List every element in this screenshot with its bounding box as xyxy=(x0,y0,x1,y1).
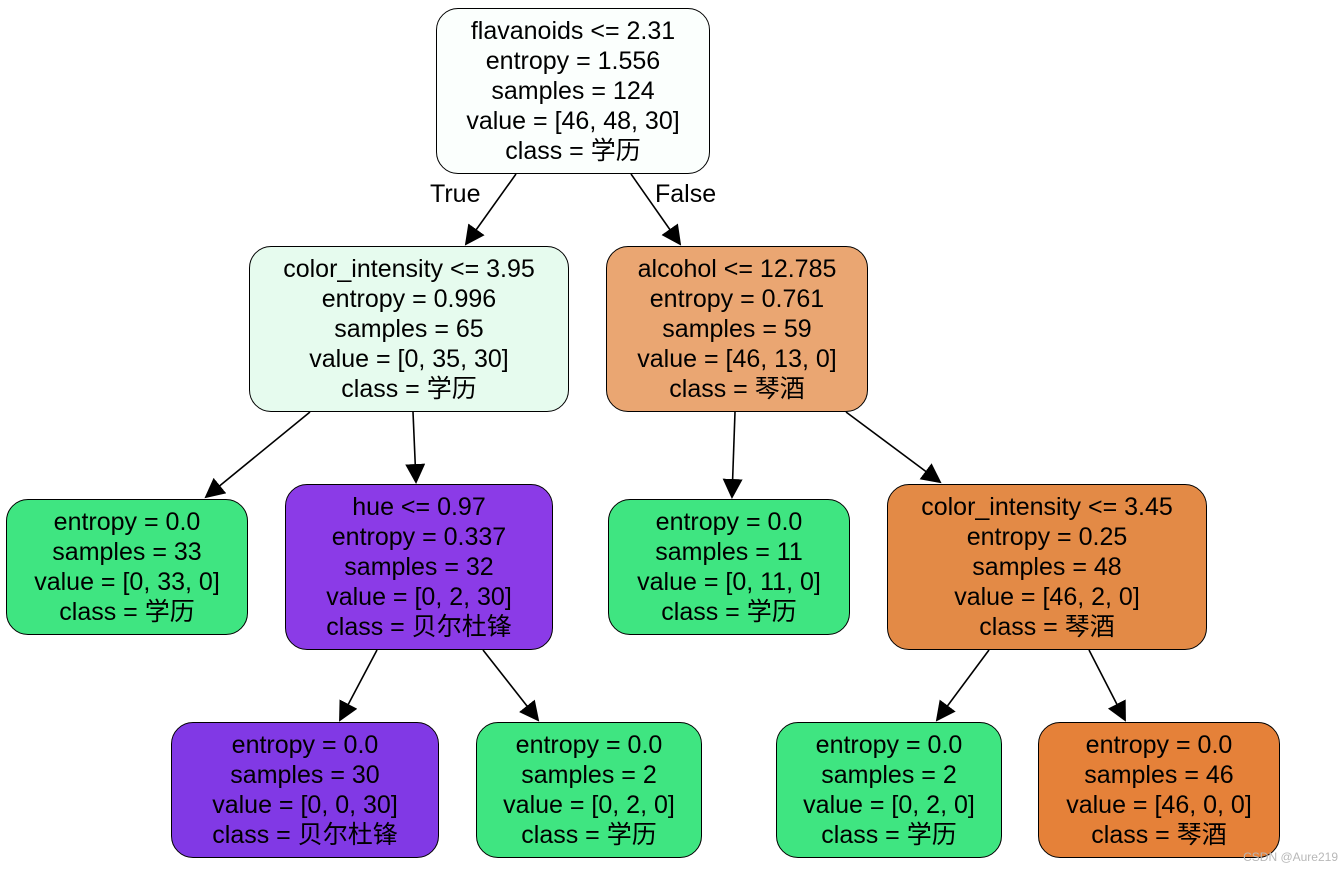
node-line: class = 学历 xyxy=(821,821,957,849)
edge-n2-n6 xyxy=(845,411,942,484)
node-line: samples = 11 xyxy=(655,538,803,566)
node-line: value = [46, 0, 0] xyxy=(1066,791,1252,819)
node-line: entropy = 0.0 xyxy=(1085,731,1233,759)
node-line: entropy = 0.0 xyxy=(231,731,379,759)
node-line: entropy = 0.337 xyxy=(331,523,507,551)
node-line: value = [0, 2, 0] xyxy=(503,791,675,819)
node-line: samples = 33 xyxy=(52,538,202,566)
edge-n6-n9 xyxy=(935,649,990,722)
node-line: alcohol <= 12.785 xyxy=(637,255,837,283)
node-line: class = 琴酒 xyxy=(669,375,805,403)
node-line: value = [46, 2, 0] xyxy=(954,583,1140,611)
node-line: samples = 46 xyxy=(1084,761,1234,789)
edge-n1-n3 xyxy=(204,411,311,499)
node-line: class = 学历 xyxy=(661,598,797,626)
node-line: entropy = 0.0 xyxy=(655,508,803,536)
node-line: samples = 48 xyxy=(972,553,1122,581)
node-line: class = 学历 xyxy=(505,137,641,165)
edge-n2-n5 xyxy=(722,411,743,499)
node-line: class = 贝尔杜锋 xyxy=(212,821,398,849)
node-line: samples = 124 xyxy=(491,77,655,105)
node-line: entropy = 0.0 xyxy=(815,731,963,759)
node-line: class = 琴酒 xyxy=(979,613,1115,641)
node-line: value = [0, 33, 0] xyxy=(34,568,220,596)
node-line: value = [0, 2, 0] xyxy=(803,791,975,819)
branch-label-true: True xyxy=(430,180,481,208)
node-line: class = 学历 xyxy=(521,821,657,849)
node-line: hue <= 0.97 xyxy=(352,493,486,521)
edge-n4-n7 xyxy=(339,649,378,722)
node-line: color_intensity <= 3.45 xyxy=(921,493,1173,521)
branch-label-false: False xyxy=(655,180,717,208)
node-line: samples = 2 xyxy=(821,761,957,789)
node-line: samples = 32 xyxy=(344,553,494,581)
node-line: class = 贝尔杜锋 xyxy=(326,613,512,641)
edge-n6-n10 xyxy=(1088,649,1126,722)
node-line: samples = 65 xyxy=(334,315,484,343)
node-line: value = [0, 35, 30] xyxy=(309,345,509,373)
node-line: samples = 2 xyxy=(521,761,657,789)
watermark: CSDN @Aure219 xyxy=(1243,850,1338,864)
edge-n4-n8 xyxy=(482,649,540,722)
node-line: color_intensity <= 3.95 xyxy=(283,255,535,283)
node-line: value = [0, 0, 30] xyxy=(212,791,398,819)
node-line: value = [46, 13, 0] xyxy=(637,345,837,373)
node-line: class = 学历 xyxy=(341,375,477,403)
edge-n1-n4 xyxy=(405,411,426,484)
node-line: flavanoids <= 2.31 xyxy=(470,17,676,45)
node-line: samples = 59 xyxy=(662,315,812,343)
edge-n0-n2 xyxy=(630,173,682,246)
node-line: entropy = 0.0 xyxy=(53,508,201,536)
node-line: entropy = 0.761 xyxy=(649,285,825,313)
node-line: entropy = 1.556 xyxy=(485,47,661,75)
node-line: entropy = 0.996 xyxy=(321,285,497,313)
node-line: entropy = 0.0 xyxy=(515,731,663,759)
node-line: entropy = 0.25 xyxy=(966,523,1128,551)
node-line: samples = 30 xyxy=(230,761,380,789)
node-line: class = 学历 xyxy=(59,598,195,626)
node-line: class = 琴酒 xyxy=(1091,821,1227,849)
edge-n0-n1 xyxy=(464,173,517,246)
node-line: value = [0, 2, 30] xyxy=(326,583,512,611)
node-line: value = [0, 11, 0] xyxy=(637,568,821,596)
node-line: value = [46, 48, 30] xyxy=(466,107,680,135)
